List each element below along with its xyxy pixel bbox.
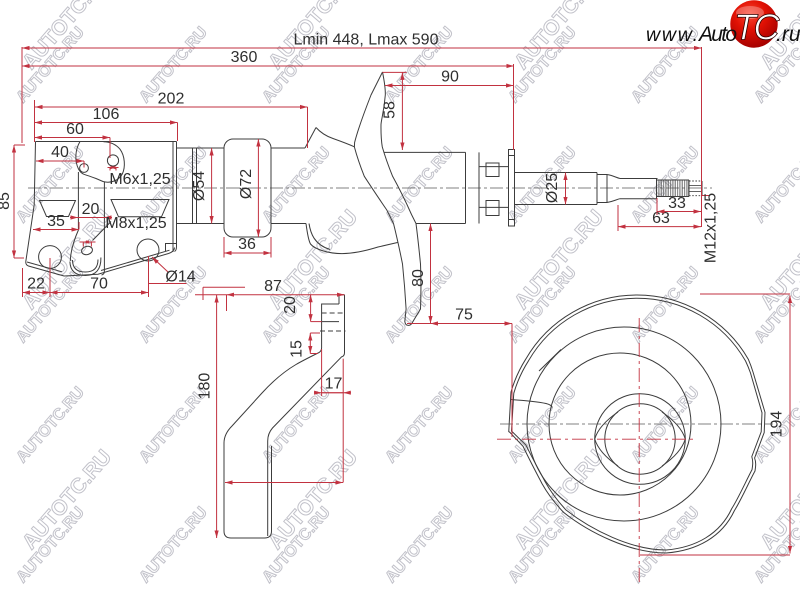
- svg-text:Ø72: Ø72: [238, 169, 255, 199]
- svg-text:Ø25: Ø25: [544, 173, 561, 203]
- svg-text:TC: TC: [734, 7, 780, 48]
- svg-text:60: 60: [66, 121, 84, 138]
- svg-text:M6x1,25: M6x1,25: [109, 171, 170, 188]
- svg-text:Lmin 448, Lmax 590: Lmin 448, Lmax 590: [294, 32, 439, 49]
- svg-text:15: 15: [289, 340, 306, 358]
- svg-text:90: 90: [441, 69, 459, 86]
- svg-text:20: 20: [282, 296, 299, 314]
- svg-text:180: 180: [197, 373, 214, 400]
- svg-text:360: 360: [231, 49, 258, 66]
- svg-text:85: 85: [0, 192, 13, 210]
- svg-text:33: 33: [668, 195, 686, 212]
- svg-text:22: 22: [27, 276, 45, 293]
- svg-text:Auto: Auto: [697, 23, 737, 46]
- svg-text:35: 35: [47, 213, 65, 230]
- svg-text:M12x1,25: M12x1,25: [703, 193, 720, 263]
- svg-text:106: 106: [93, 106, 120, 123]
- svg-text:80: 80: [410, 269, 427, 287]
- svg-text:202: 202: [158, 91, 185, 108]
- svg-text:87: 87: [264, 278, 282, 295]
- svg-text:M8x1,25: M8x1,25: [105, 215, 166, 232]
- svg-text:Ø14: Ø14: [165, 269, 195, 286]
- svg-text:36: 36: [238, 236, 256, 253]
- svg-text:194: 194: [769, 411, 786, 438]
- svg-text:17: 17: [325, 376, 343, 393]
- svg-text:Ø54: Ø54: [191, 171, 208, 201]
- svg-text:40: 40: [51, 144, 69, 161]
- svg-text:70: 70: [90, 276, 108, 293]
- svg-text:www.: www.: [646, 24, 698, 46]
- svg-text:58: 58: [381, 101, 398, 119]
- svg-text:.ru: .ru: [776, 23, 800, 46]
- svg-text:20: 20: [82, 201, 100, 218]
- svg-text:75: 75: [455, 307, 473, 324]
